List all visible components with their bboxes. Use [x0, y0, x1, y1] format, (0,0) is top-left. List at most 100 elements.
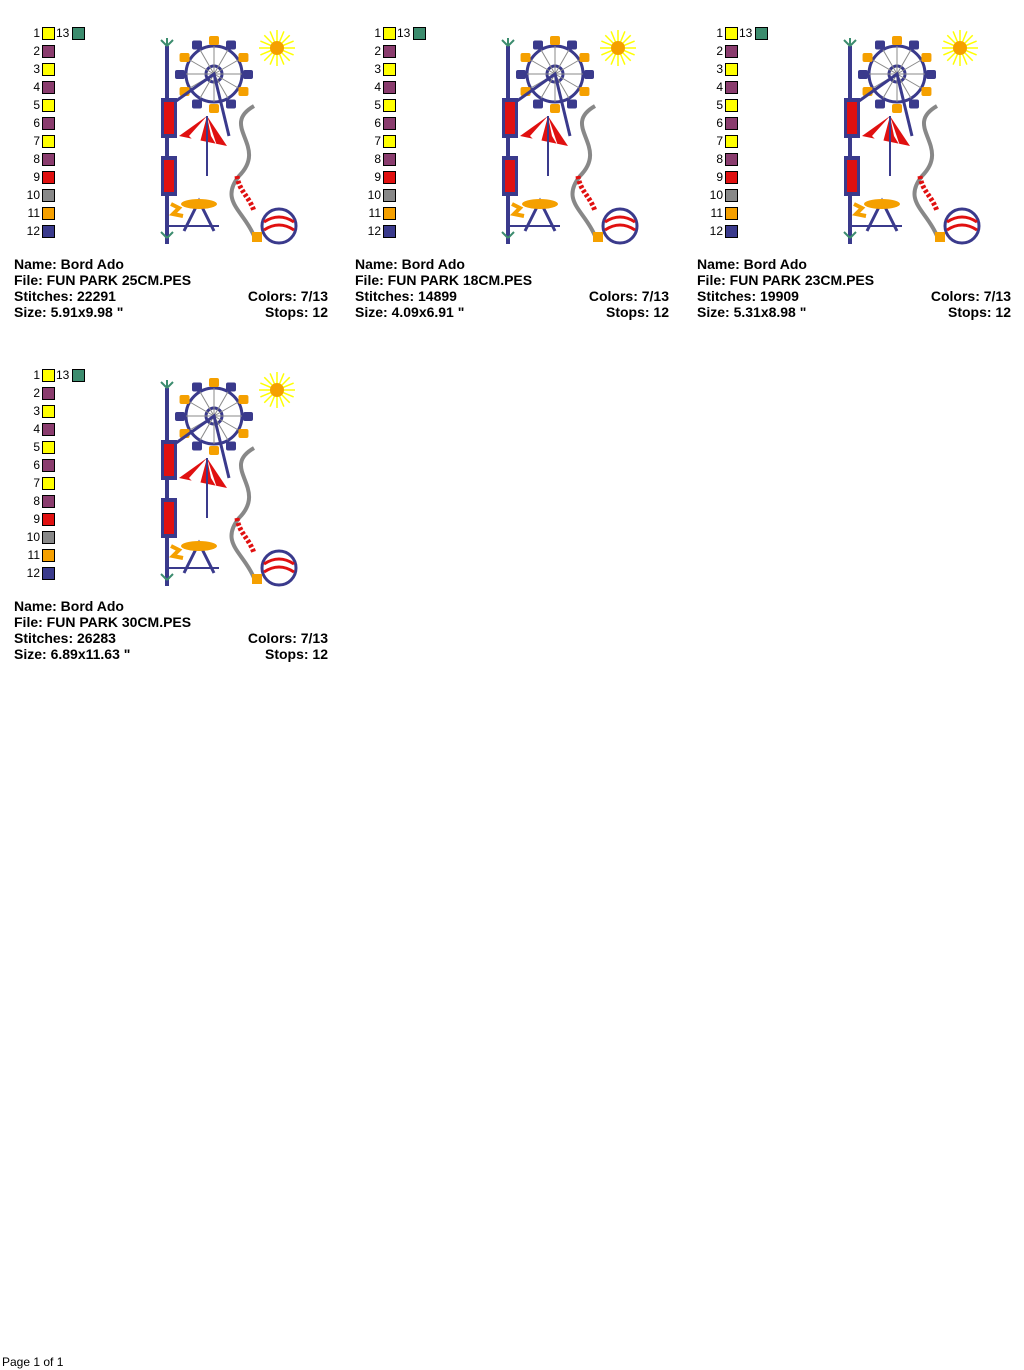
ferris-wheel-gondola [516, 70, 526, 79]
ferris-wheel-gondola [226, 99, 236, 109]
thread-color-number: 10 [709, 188, 723, 202]
booth-panel [505, 102, 515, 134]
ferris-wheel-spoke [189, 401, 215, 417]
ferris-wheel-gondola [226, 441, 236, 451]
palm-icon [160, 380, 174, 389]
small-box [593, 232, 603, 242]
ferris-wheel-support [168, 413, 231, 479]
swing-seats [509, 202, 525, 218]
thread-color-item: 5 [14, 440, 55, 454]
thread-color-item: 2 [14, 386, 55, 400]
thread-color-item: 10 [355, 188, 396, 202]
ferris-wheel-gondola [209, 36, 219, 45]
thread-color-number: 5 [716, 98, 723, 112]
thread-color-swatch [42, 549, 55, 562]
thread-color-item: 1 [697, 26, 738, 40]
palm-icon [501, 231, 515, 239]
thread-color-swatch [42, 153, 55, 166]
fun-park-embroidery-design [843, 30, 981, 245]
thread-color-number: 9 [716, 170, 723, 184]
thread-color-number: 13 [739, 26, 753, 40]
thread-color-item: 7 [14, 134, 55, 148]
thread-color-swatch [383, 81, 396, 94]
thread-color-number: 4 [33, 422, 40, 436]
ferris-wheel-spoke [872, 59, 898, 75]
thread-color-swatch [42, 225, 55, 238]
palm-icon [843, 38, 857, 47]
thread-color-item: 4 [14, 422, 55, 436]
thread-color-swatch [383, 27, 396, 40]
thread-color-number: 2 [374, 44, 381, 58]
thread-color-number: 2 [716, 44, 723, 58]
design-info: Name: Bord Ado File: FUN PARK 18CM.PES S… [355, 256, 669, 320]
ferris-wheel-spoke [554, 73, 580, 89]
ferris-wheel-gondola [520, 53, 531, 62]
booth-panel [505, 160, 515, 192]
palm-icon [160, 231, 174, 239]
thread-color-number: 7 [33, 134, 40, 148]
palm-icon [160, 573, 174, 581]
frame-post [165, 388, 169, 586]
thread-color-item: 9 [14, 170, 55, 184]
thread-color-swatch [725, 63, 738, 76]
thread-color-number: 7 [33, 476, 40, 490]
firework-center [270, 41, 284, 55]
thread-color-item: 11 [355, 206, 396, 220]
ferris-wheel-spoke [199, 415, 215, 441]
thread-color-item: 1 [14, 26, 55, 40]
thread-color-item: 4 [697, 80, 738, 94]
thread-color-item: 10 [14, 530, 55, 544]
roller-coaster-cars [575, 175, 598, 212]
thread-color-item: 12 [14, 566, 55, 580]
design-name: Name: Bord Ado [14, 256, 124, 272]
roller-coaster-track [229, 104, 256, 237]
thread-color-item: 3 [14, 62, 55, 76]
design-stitches: Stitches: 14899 [355, 288, 457, 304]
roller-coaster-cars [234, 517, 257, 554]
ferris-wheel-gondola [858, 70, 868, 79]
thread-color-number: 9 [33, 512, 40, 526]
swing-seats [168, 544, 184, 560]
ferris-wheel-spoke [213, 391, 229, 417]
ferris-wheel-support [851, 71, 914, 137]
ferris-wheel-spoke [554, 49, 570, 75]
thread-color-number: 3 [33, 404, 40, 418]
thread-color-swatch [42, 531, 55, 544]
swing-ride-top [522, 199, 558, 209]
ferris-wheel-spoke [213, 73, 239, 89]
ferris-wheel-gondola [533, 99, 543, 109]
design-stitches: Stitches: 22291 [14, 288, 116, 304]
thread-color-number: 3 [716, 62, 723, 76]
thread-color-swatch [72, 27, 85, 40]
ferris-wheel-gondola [579, 87, 590, 96]
ferris-wheel-gondola [875, 99, 885, 109]
thread-color-swatch [725, 153, 738, 166]
thread-color-swatch [413, 27, 426, 40]
thread-color-swatch [755, 27, 768, 40]
thread-color-number: 11 [27, 548, 40, 562]
ferris-wheel-gondola [909, 40, 919, 50]
thread-color-item: 13 [725, 26, 768, 40]
thread-color-swatch [72, 369, 85, 382]
thread-color-number: 8 [374, 152, 381, 166]
ferris-wheel-spoke [882, 73, 898, 99]
design-file: File: FUN PARK 30CM.PES [14, 614, 192, 630]
thread-color-item: 11 [14, 548, 55, 562]
small-box [252, 232, 262, 242]
swing-seats [851, 202, 867, 218]
ferris-wheel-spoke [554, 59, 580, 75]
thread-color-item: 8 [697, 152, 738, 166]
thread-color-swatch [383, 45, 396, 58]
small-box [252, 574, 262, 584]
ferris-wheel-gondola [921, 87, 932, 96]
roller-coaster-cars [917, 175, 940, 212]
ferris-wheel-spoke [530, 59, 556, 75]
design-stitches: Stitches: 26283 [14, 630, 116, 646]
ferris-wheel-spoke [213, 49, 229, 75]
thread-color-number: 4 [33, 80, 40, 94]
thread-color-number: 12 [26, 224, 40, 238]
thread-color-item: 11 [14, 206, 55, 220]
design-stops: Stops: 12 [947, 304, 1011, 320]
